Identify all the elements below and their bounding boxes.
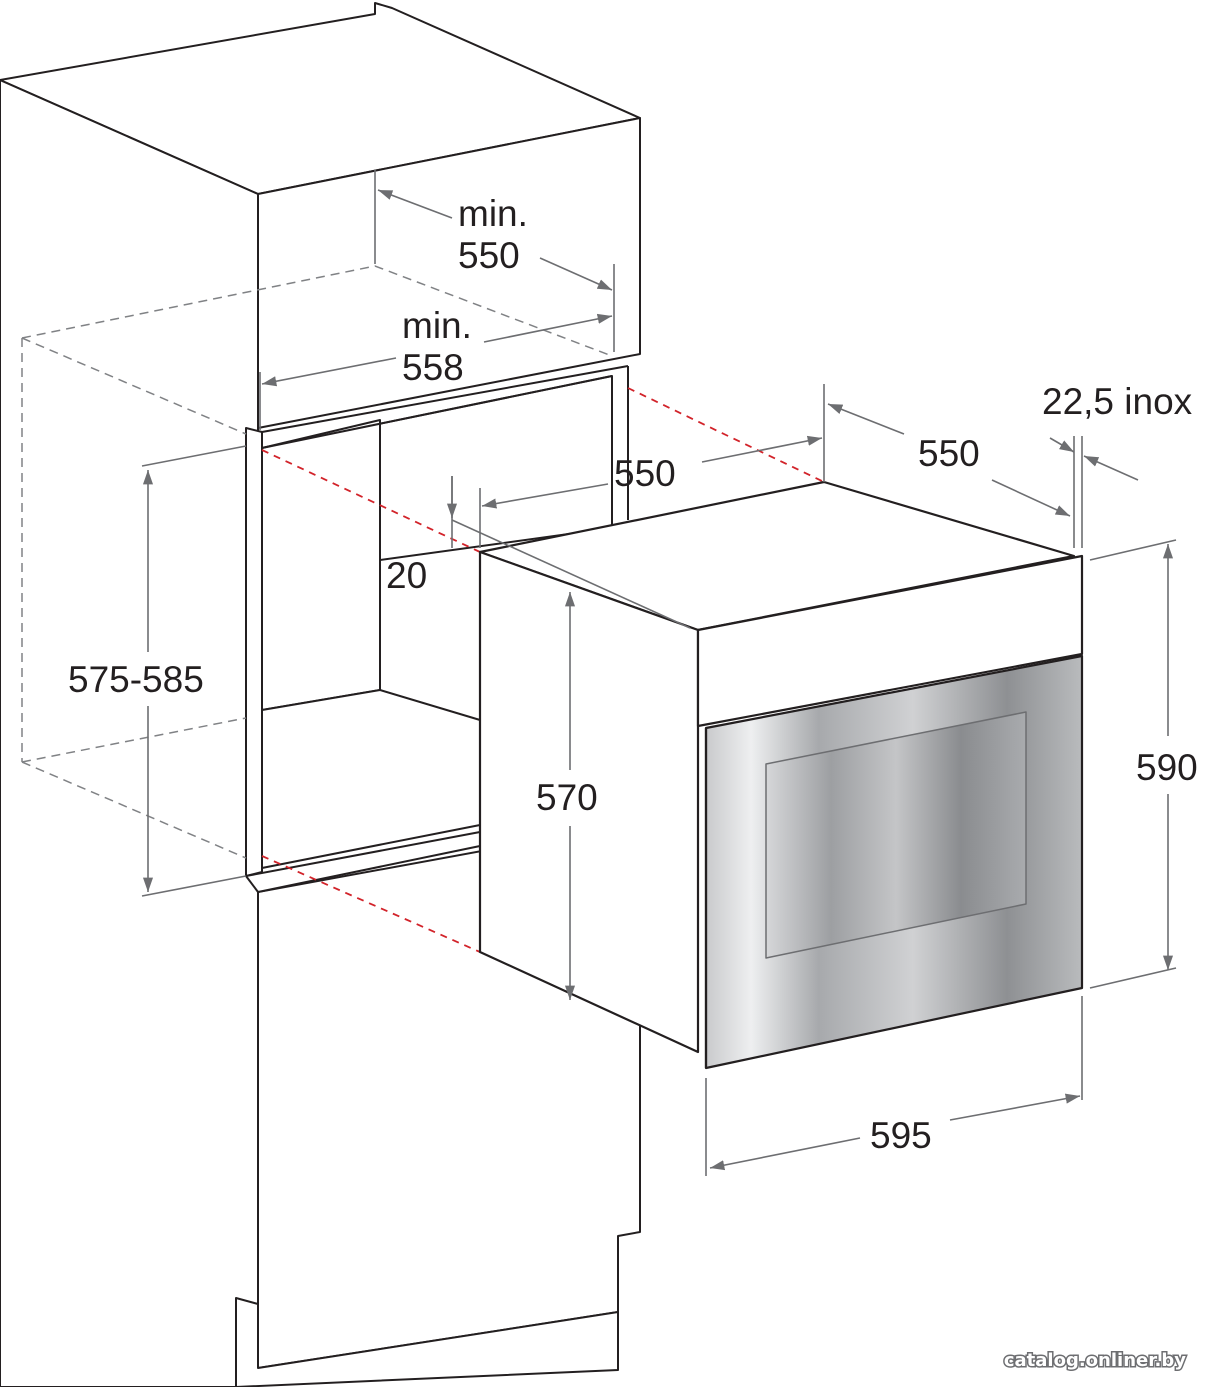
label-front-width: 595 — [870, 1115, 932, 1156]
oven — [478, 480, 1084, 1070]
niche-frame-top — [261, 375, 613, 449]
label-oven-depth-a: 550 — [614, 453, 676, 494]
dimension-labels: min. 550 min. 558 550 550 22,5 inox 20 5… — [68, 193, 1198, 1156]
niche-frame-left — [245, 427, 263, 877]
label-oven-depth-b: 550 — [918, 433, 980, 474]
label-niche-depth-min-1: min. — [458, 193, 528, 234]
niche-frame-top2 — [261, 365, 629, 433]
label-frame-thickness: 22,5 inox — [1042, 381, 1193, 422]
label-niche-depth-min-2: 550 — [458, 235, 520, 276]
oven-side — [478, 550, 700, 1054]
oven-control-panel — [696, 554, 1084, 728]
label-gap: 20 — [386, 555, 427, 596]
label-niche-width-min-1: min. — [402, 305, 472, 346]
hidden-outline — [21, 265, 613, 859]
niche-inner-left — [261, 419, 381, 711]
watermark-text: catalog.onliner.by — [1004, 1350, 1186, 1371]
dimension-lines — [141, 170, 1177, 1176]
cabinet-left-side — [0, 79, 259, 1388]
oven-window — [765, 711, 1027, 959]
label-body-height: 570 — [536, 777, 598, 818]
label-front-height: 590 — [1136, 747, 1198, 788]
red-guides — [261, 387, 825, 953]
label-niche-width-min-2: 558 — [402, 347, 464, 388]
watermark: catalog.onliner.by — [1002, 1349, 1187, 1373]
cabinet — [0, 2, 641, 1388]
label-niche-height: 575-585 — [68, 659, 204, 700]
